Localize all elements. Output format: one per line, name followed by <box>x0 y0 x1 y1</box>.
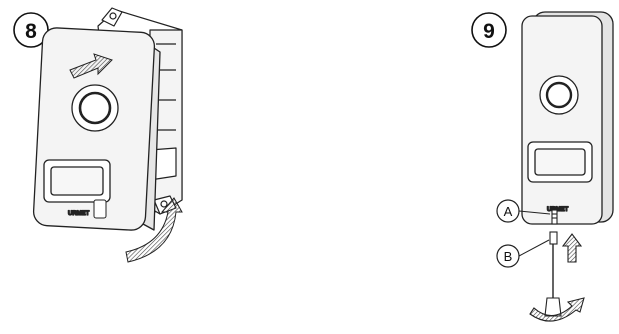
up-arrow-9 <box>563 234 581 262</box>
step-9-panel: URMET <box>522 12 613 224</box>
step-9-tools <box>530 210 584 321</box>
callout-b-leader <box>519 240 549 256</box>
step-9-number: 9 <box>483 20 495 43</box>
callout-b-label: B <box>504 249 513 264</box>
step-9-badge: 9 <box>472 13 506 47</box>
screwdriver-handle <box>545 298 561 316</box>
nameplate-9-window <box>535 149 585 175</box>
brand-8-logo: URMET <box>68 211 90 217</box>
camera-9-lens <box>547 83 571 107</box>
panel-9-front <box>522 16 602 224</box>
wall-box-top-screw <box>110 13 116 19</box>
wall-box-bottom-screw <box>161 201 167 207</box>
callout-b: B <box>497 240 549 267</box>
screwdriver-tip <box>550 232 557 244</box>
step-8-number: 8 <box>25 20 37 43</box>
brand-9-logo: URMET <box>547 207 569 213</box>
nameplate-8-button <box>94 200 106 218</box>
callout-a-label: A <box>504 204 513 219</box>
camera-8-lens <box>80 93 110 123</box>
nameplate-8-window <box>51 167 103 195</box>
screw-a <box>552 210 557 224</box>
